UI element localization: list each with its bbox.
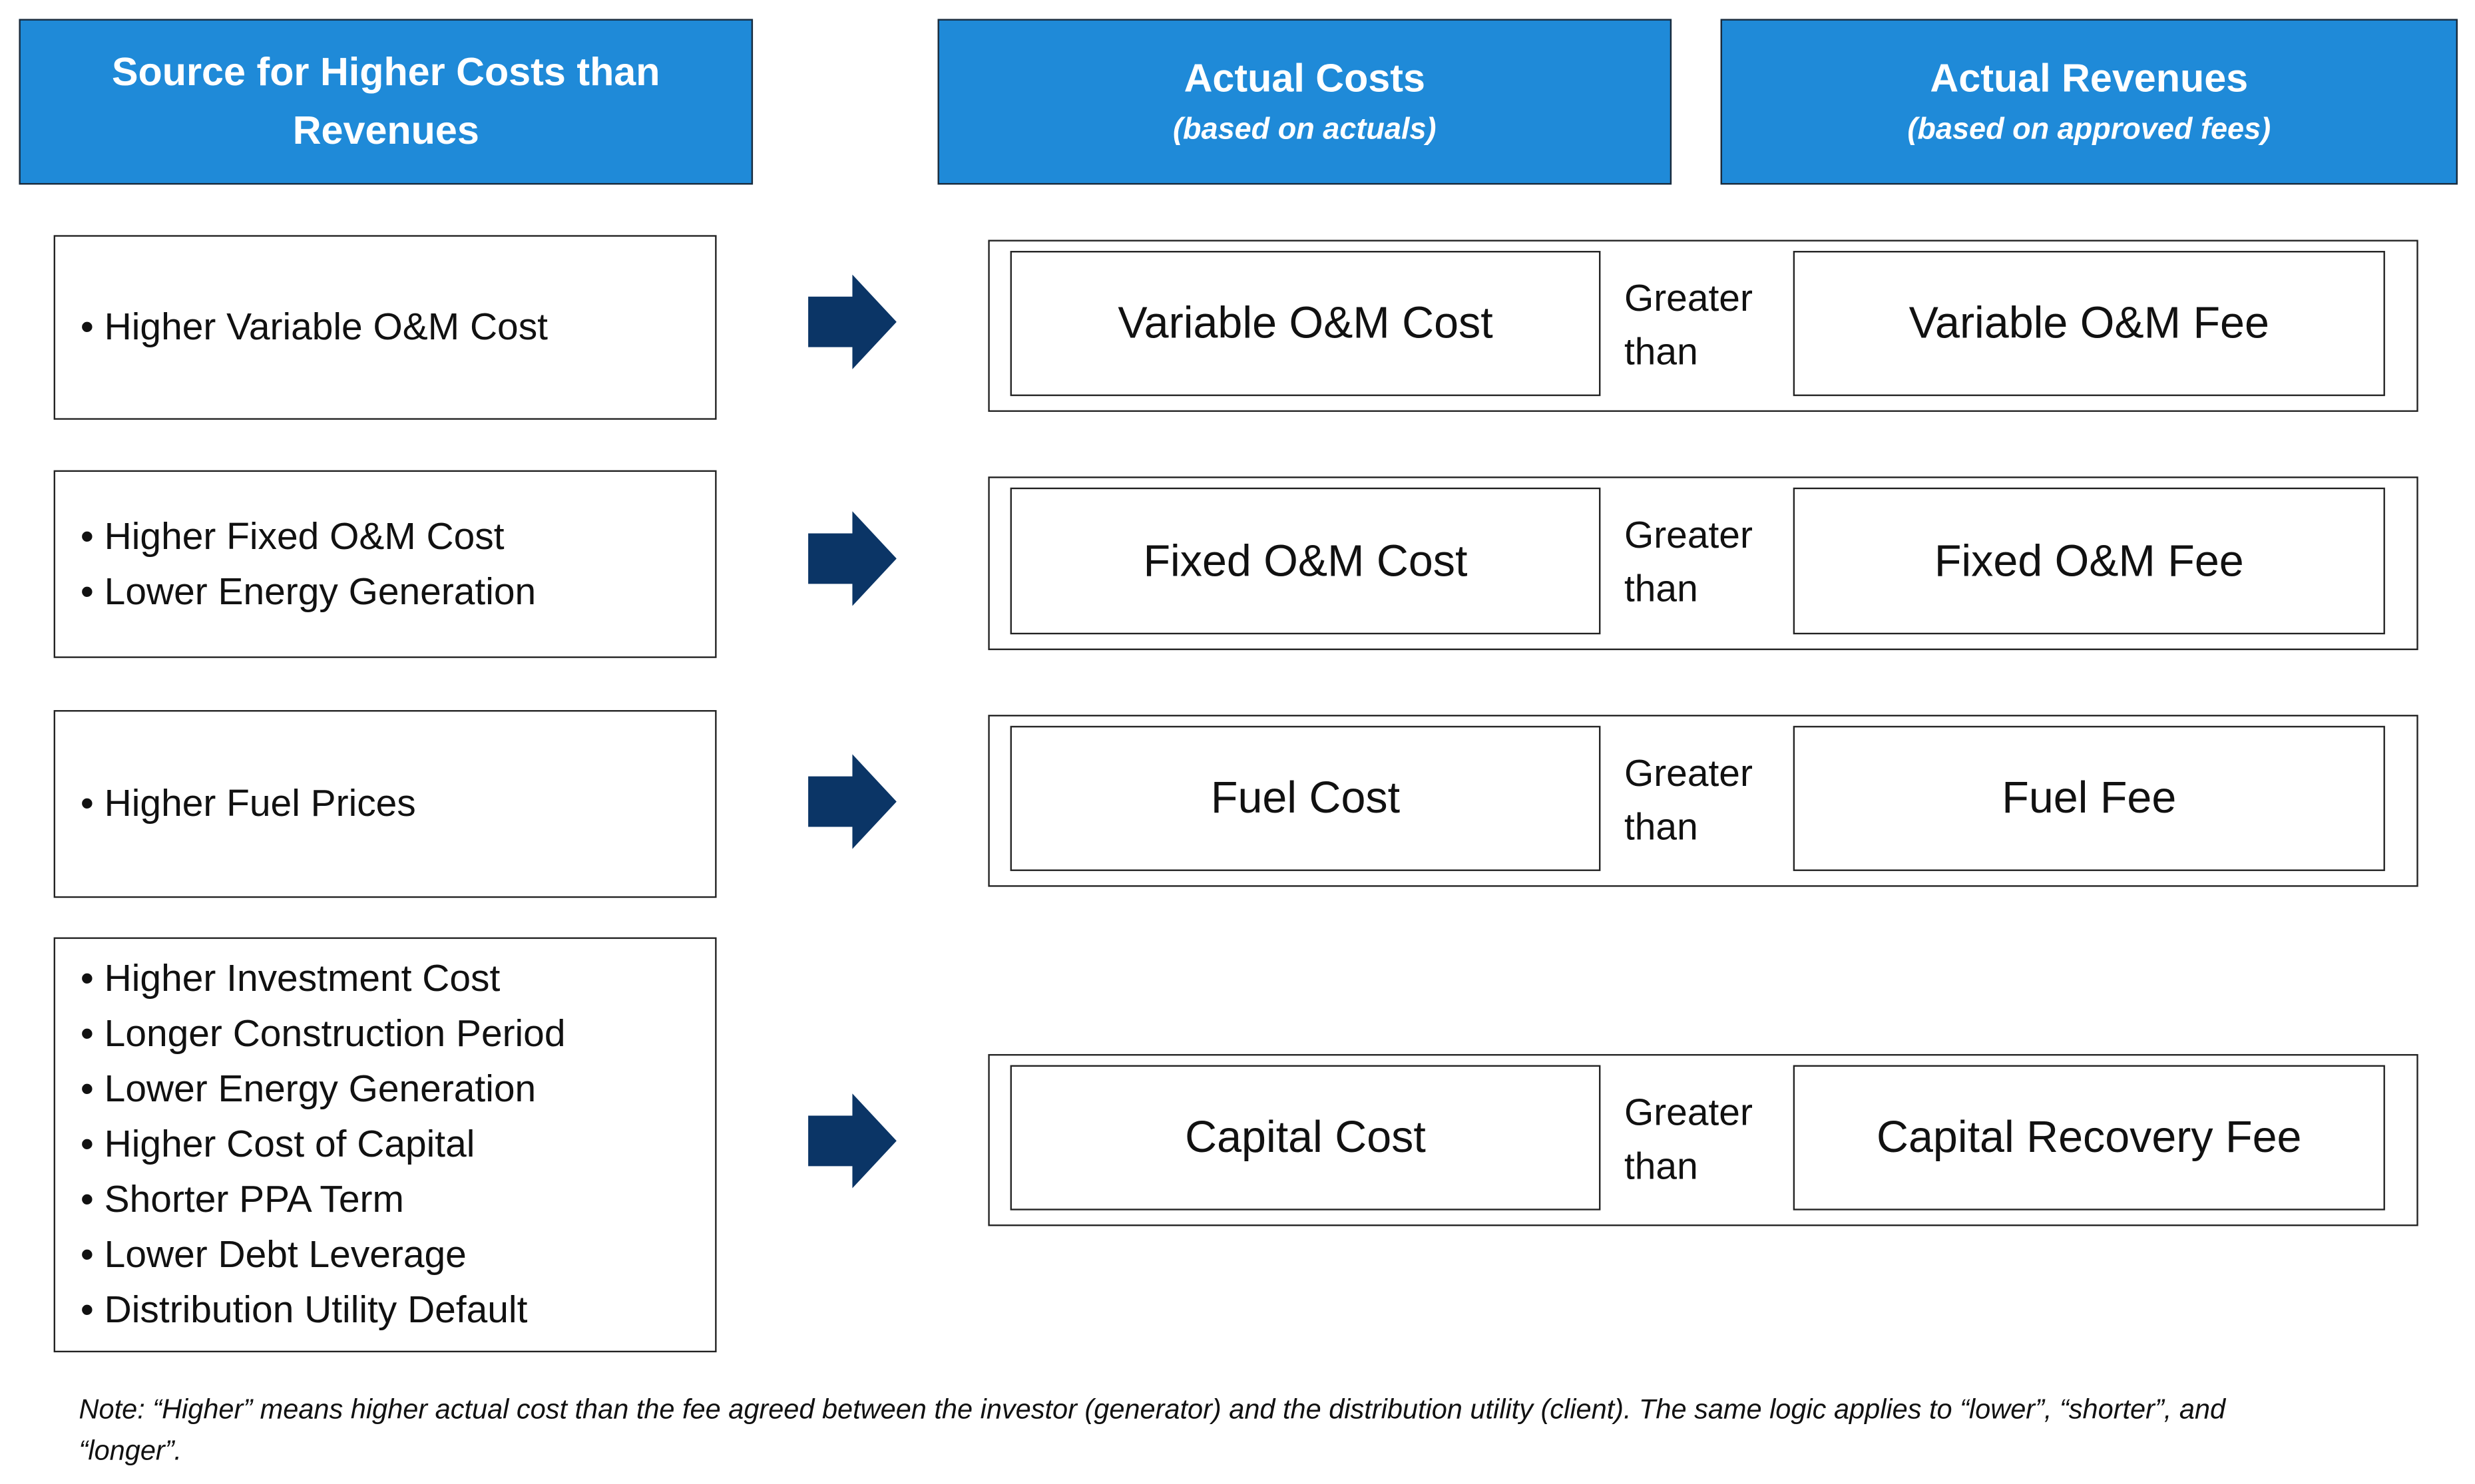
- header-revenues-title: Actual Revenues: [1930, 57, 2249, 101]
- footnote: Note: “Higher” means higher actual cost …: [79, 1393, 2226, 1466]
- cost-box: Capital Cost: [1010, 1065, 1601, 1210]
- source-item: Lower Energy Generation: [81, 1062, 715, 1117]
- source-item: Higher Variable O&M Cost: [81, 300, 715, 355]
- cost-box: Fixed O&M Cost: [1010, 487, 1601, 635]
- source-item: Higher Cost of Capital: [81, 1117, 715, 1173]
- arrow-right-icon: [808, 274, 897, 369]
- relation-label: Greater than: [1624, 277, 1753, 373]
- source-item: Higher Investment Cost: [81, 952, 715, 1007]
- source-box: Higher Variable O&M Cost: [53, 235, 717, 420]
- source-box: Higher Investment CostLonger Constructio…: [53, 937, 717, 1353]
- source-item: Shorter PPA Term: [81, 1173, 715, 1228]
- source-item: Distribution Utility Default: [81, 1283, 715, 1338]
- header-revenues-subtitle: (based on approved fees): [1907, 113, 2271, 147]
- source-item: Longer Construction Period: [81, 1007, 715, 1062]
- header-source-title: Source for Higher Costs than Revenues: [112, 49, 660, 152]
- fee-box: Fuel Fee: [1793, 725, 2385, 871]
- fee-box: Variable O&M Fee: [1793, 251, 2385, 397]
- source-item: Lower Energy Generation: [81, 564, 715, 620]
- relation-label: Greater than: [1624, 751, 1753, 848]
- source-box: Higher Fixed O&M CostLower Energy Genera…: [53, 470, 717, 658]
- header-costs-title: Actual Costs: [1184, 57, 1425, 101]
- header-costs-subtitle: (based on actuals): [1172, 113, 1437, 147]
- arrow-right-icon: [808, 1093, 897, 1189]
- source-item: Higher Fixed O&M Cost: [81, 509, 715, 564]
- fee-box: Capital Recovery Fee: [1793, 1065, 2385, 1210]
- header-source: Source for Higher Costs than Revenues: [19, 19, 754, 185]
- cost-box: Variable O&M Cost: [1010, 251, 1601, 397]
- source-item: Higher Fuel Prices: [81, 777, 715, 832]
- source-item: Lower Debt Leverage: [81, 1228, 715, 1283]
- relation-label: Greater than: [1624, 514, 1753, 611]
- fee-box: Fixed O&M Fee: [1793, 487, 2385, 635]
- arrow-right-icon: [808, 511, 897, 606]
- header-actual-costs: Actual Costs (based on actuals): [937, 19, 1672, 185]
- cost-box: Fuel Cost: [1010, 725, 1601, 871]
- header-actual-revenues: Actual Revenues (based on approved fees): [1720, 19, 2458, 185]
- arrow-right-icon: [808, 754, 897, 849]
- relation-label: Greater than: [1624, 1091, 1753, 1188]
- source-box: Higher Fuel Prices: [53, 710, 717, 898]
